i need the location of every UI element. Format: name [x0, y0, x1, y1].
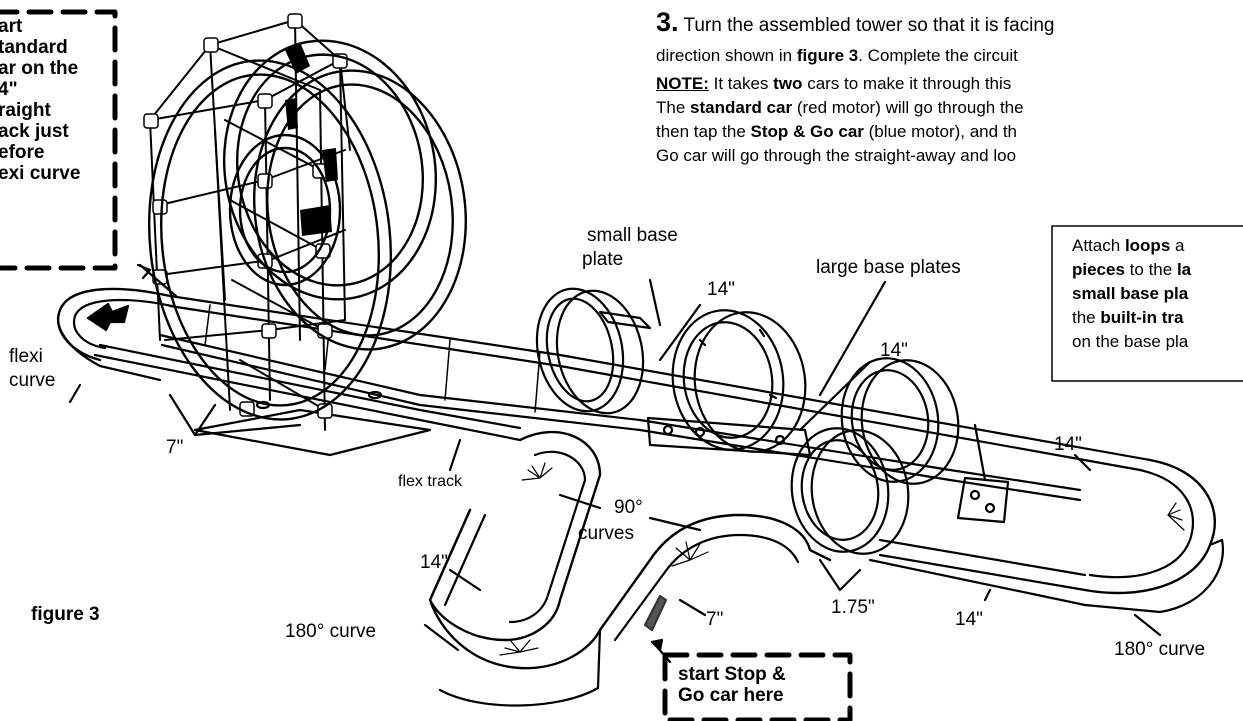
straight-track-front	[158, 333, 1082, 492]
plate-hole	[969, 489, 981, 501]
attach-l4b: built-in tra	[1100, 308, 1184, 327]
start-box-l6: ack just	[0, 121, 69, 142]
loop-1	[535, 287, 645, 415]
stop-go-car-text: Stop & Go car	[750, 122, 864, 141]
attach-l2c: la	[1176, 260, 1192, 279]
note-line-3: then tap the Stop & Go car (blue motor),…	[656, 122, 1017, 142]
start-stop-go-text: start Stop & Go car here	[678, 664, 786, 706]
figure-reference: figure 3	[796, 46, 859, 65]
step-3-line-2: direction shown in figure 3. Complete th…	[656, 42, 1018, 69]
attach-line-4: the built-in tra	[1072, 306, 1191, 330]
step-3-line-1: 3. Turn the assembled tower so that it i…	[656, 9, 1055, 39]
note-text-b: two	[773, 74, 803, 93]
flexi-curve-arrow	[86, 302, 130, 332]
attach-l1c: a	[1175, 236, 1185, 255]
start-box-l8: exi curve	[0, 163, 81, 184]
loop-2	[671, 309, 807, 453]
note-label: NOTE:	[656, 74, 709, 93]
loop-3	[840, 357, 960, 485]
curve-spokes	[521, 462, 553, 481]
start-stop-go-box	[662, 652, 853, 721]
curve-spokes	[1167, 502, 1185, 531]
note-line-2: The standard car (red motor) will go thr…	[656, 98, 1024, 118]
curve-spokes	[671, 541, 709, 567]
note-line-2-a: The	[656, 98, 686, 117]
front-straight-right	[868, 538, 1087, 607]
label-1-75: 1.75"	[831, 597, 875, 618]
attach-l1b: loops	[1124, 236, 1171, 255]
s-curve-lower	[598, 513, 832, 632]
start-standard-car-box	[0, 9, 118, 271]
straight-track-front-inner	[160, 343, 1082, 502]
label-14-top-2: 14"	[880, 340, 908, 361]
label-flexi-2: curve	[9, 370, 56, 391]
start-box-l1: art	[0, 16, 23, 37]
label-14-front: 14"	[955, 609, 983, 630]
tower-track-marks	[285, 42, 338, 236]
middle-straight-14	[428, 508, 487, 607]
start-box-l3: ar on the	[0, 58, 79, 79]
note-line-2-c: (red motor) will go through the	[796, 98, 1024, 117]
note-text-c: cars to make it through this	[807, 74, 1012, 93]
attach-l2b: to the	[1129, 260, 1173, 279]
loop-4	[790, 427, 910, 555]
label-90-curves-1: 90°	[614, 497, 643, 518]
label-flex-track: flex track	[398, 473, 463, 490]
s-curve-upper	[503, 430, 602, 642]
stop-go-box-l2: Go car here	[678, 685, 784, 706]
standard-car-text: standard car	[690, 98, 793, 117]
left-180-curve	[428, 508, 602, 670]
tower-base-plate	[193, 408, 432, 457]
label-14-right: 14"	[1054, 434, 1082, 455]
attach-line-2: pieces to the la	[1072, 258, 1191, 282]
step-3-text: Turn the assembled tower so that it is f…	[683, 15, 1055, 36]
start-box-l4: 4"	[0, 79, 18, 100]
label-small-base-plate-2: plate	[582, 249, 624, 270]
back-straight-lower	[93, 353, 522, 442]
start-box-l5: raight	[0, 100, 51, 121]
leader-lines	[68, 263, 1162, 664]
large-base-plate-back	[956, 476, 1010, 524]
attach-line-1: Attach loops a	[1072, 234, 1191, 258]
label-small-base-plate-1: small base	[587, 225, 678, 246]
step-3-text-d: . Complete the circuit	[858, 46, 1018, 65]
label-7-front: 7"	[706, 609, 724, 630]
attach-line-3: small base pla	[1072, 284, 1189, 303]
label-90-curves-2: curves	[578, 523, 634, 544]
attach-l2: pieces	[1072, 260, 1125, 279]
note-text-a: It takes	[713, 74, 769, 93]
small-base-plate	[598, 310, 652, 330]
label-7-left: 7"	[166, 437, 184, 458]
curve-spokes	[499, 639, 539, 656]
stop-go-box-l1: start Stop &	[678, 664, 786, 685]
label-180-curve-right: 180° curve	[1114, 639, 1206, 660]
label-14-top-1: 14"	[707, 279, 735, 300]
start-box-l7: efore	[0, 142, 45, 163]
step-number: 3.	[656, 7, 679, 37]
stop-go-car	[643, 594, 668, 632]
label-large-base-plates: large base plates	[816, 257, 961, 278]
attach-l1a: Attach	[1072, 236, 1121, 255]
label-14-middle: 14"	[420, 552, 448, 573]
note-line-3-c: (blue motor), and th	[868, 122, 1017, 141]
label-flexi-1: flexi	[9, 346, 43, 367]
start-box-l2: tandard	[0, 37, 68, 58]
plate-hole	[984, 502, 996, 514]
start-standard-car-text: art tandard ar on the 4" raight ack just…	[0, 16, 80, 184]
plate-hole	[694, 426, 706, 438]
figure-label: figure 3	[31, 604, 100, 625]
attach-line-5: on the base pla	[1072, 332, 1189, 351]
attach-box-text: Attach loops a pieces to the la small ba…	[1072, 234, 1191, 354]
attach-loops-box	[1051, 225, 1243, 382]
tower-spiral	[147, 39, 467, 421]
note-line-4: Go car will go through the straight-away…	[656, 146, 1017, 165]
attach-l4a: the	[1072, 308, 1096, 327]
step-3-text-b: direction shown in	[656, 46, 793, 65]
note-line-1: NOTE: It takes two cars to make it throu…	[656, 74, 1011, 94]
label-180-curve-left: 180° curve	[285, 621, 377, 642]
note-line-3-a: then tap the	[656, 122, 746, 141]
